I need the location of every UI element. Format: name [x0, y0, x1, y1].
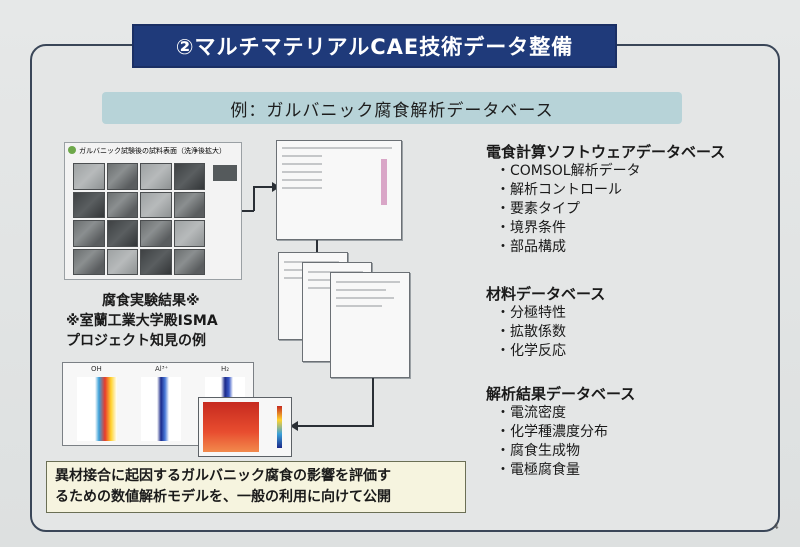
specimen-cell	[73, 191, 105, 218]
specimen-caption: ガルバニック試験後の試料表面（洗浄後拡大）	[79, 147, 226, 155]
analysis-result-database: 解析結果データベース ・電流密度 ・化学種濃度分布 ・腐食生成物 ・電極腐食量	[486, 384, 635, 480]
database-item: ・化学種濃度分布	[496, 424, 608, 440]
database-item: ・腐食生成物	[496, 443, 580, 459]
arrow-head	[290, 421, 298, 431]
conclusion-box: 異材接合に起因するガルバニック腐食の影響を評価す るための数値解析モデルを、一般…	[46, 461, 466, 513]
database-item: ・解析コントロール	[496, 182, 622, 198]
sim-label-h2: H₂	[221, 365, 230, 373]
database-item: ・拡散係数	[496, 324, 566, 340]
database-item: ・分極特性	[496, 305, 566, 321]
arrow	[372, 378, 374, 426]
specimen-cell	[140, 191, 172, 218]
specimen-cell	[106, 248, 138, 275]
arrow	[316, 240, 318, 252]
al-concentration-plot	[141, 377, 181, 441]
specimen-grid	[73, 163, 205, 275]
specimen-cell	[73, 163, 105, 190]
database-title: 材料データベース	[486, 285, 606, 303]
experiment-label: 腐食実験結果※	[102, 293, 200, 309]
specimen-cell	[106, 191, 138, 218]
section-subtitle-text: 例：ガルバニック腐食解析データベース	[230, 100, 554, 121]
section-subtitle: 例：ガルバニック腐食解析データベース	[102, 92, 682, 124]
doc-line	[282, 163, 322, 165]
database-item: ・部品構成	[496, 239, 566, 255]
doc-line	[336, 297, 394, 299]
database-item: ・要素タイプ	[496, 201, 580, 217]
specimen-cell	[106, 163, 138, 190]
sim-label-al: Al³⁺	[155, 365, 169, 373]
doc-line	[282, 147, 392, 149]
doc-line	[282, 179, 322, 181]
sim-label-oh: OH	[91, 365, 102, 373]
doc-line	[282, 155, 322, 157]
software-database: 電食計算ソフトウェアデータベース ・COMSOL解析データ ・解析コントロール …	[486, 142, 725, 257]
database-item: ・境界条件	[496, 220, 566, 236]
conclusion-line-2: るための数値解析モデルを、一般の利用に向けて公開	[55, 489, 391, 505]
doc-line	[336, 281, 400, 283]
specimen-cell	[106, 220, 138, 247]
arrow	[242, 210, 254, 212]
specimen-cell	[140, 220, 172, 247]
slide-title-text: ②マルチマテリアルCAE技術データ整備	[175, 35, 574, 59]
specimen-cell	[173, 163, 205, 190]
source-note: プロジェクト知見の例	[66, 333, 206, 349]
page-number: 4	[773, 522, 779, 532]
specimen-cell	[73, 248, 105, 275]
color-scale	[277, 406, 282, 448]
specimen-cell	[173, 220, 205, 247]
specimen-cell	[173, 248, 205, 275]
doc-line	[282, 171, 322, 173]
material-database: 材料データベース ・分極特性 ・拡散係数 ・化学反応	[486, 284, 605, 361]
arrow	[253, 186, 255, 211]
specimen-cell	[140, 163, 172, 190]
specimen-cell	[73, 220, 105, 247]
doc-graphic	[381, 159, 387, 205]
specimen-cell	[173, 191, 205, 218]
experiment-caption: 腐食実験結果※ ※室蘭工業大学殿ISMA プロジェクト知見の例	[66, 291, 266, 351]
database-item: ・電流密度	[496, 405, 566, 421]
arrow	[253, 186, 273, 188]
doc-line	[282, 187, 322, 189]
database-title: 解析結果データベース	[486, 385, 636, 403]
database-item: ・化学反応	[496, 343, 566, 359]
current-density-plot	[198, 397, 292, 457]
config-document	[330, 272, 410, 378]
specimen-photo: ガルバニック試験後の試料表面（洗浄後拡大）	[64, 142, 242, 280]
arrow	[298, 425, 374, 427]
specimen-cell	[140, 248, 172, 275]
software-screenshot	[276, 140, 402, 240]
database-title: 電食計算ソフトウェアデータベース	[486, 143, 726, 161]
current-density-field	[203, 402, 259, 452]
slide-title: ②マルチマテリアルCAE技術データ整備	[132, 24, 617, 68]
doc-line	[336, 305, 382, 307]
database-item: ・電極腐食量	[496, 462, 580, 478]
oh-concentration-plot	[77, 377, 117, 441]
logo-icon	[68, 146, 76, 154]
doc-line	[336, 289, 386, 291]
source-note: ※室蘭工業大学殿ISMA	[66, 313, 218, 329]
specimen-thumbnail	[213, 165, 237, 181]
conclusion-line-1: 異材接合に起因するガルバニック腐食の影響を評価す	[55, 468, 391, 484]
database-item: ・COMSOL解析データ	[496, 163, 641, 179]
